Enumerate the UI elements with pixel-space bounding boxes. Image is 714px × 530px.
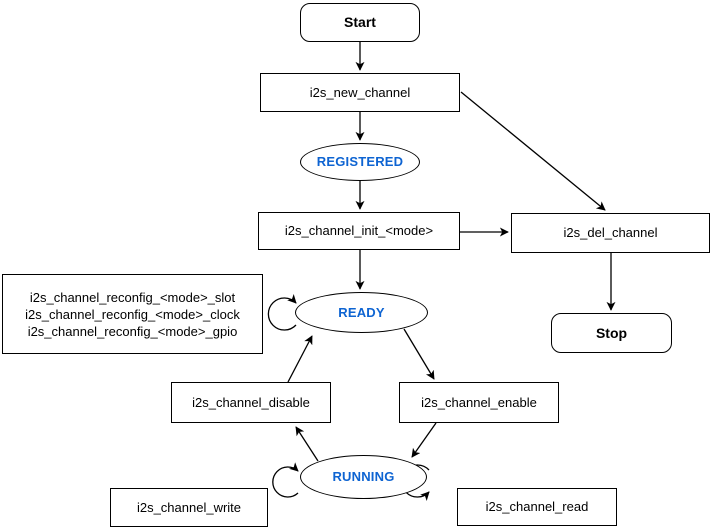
- node-i2s-channel-enable-label: i2s_channel_enable: [421, 394, 537, 410]
- reconfig-line-clock: i2s_channel_reconfig_<mode>_clock: [25, 306, 240, 322]
- node-reconfig-functions: i2s_channel_reconfig_<mode>_slot i2s_cha…: [2, 274, 263, 354]
- edge-ready-to-enable: [403, 328, 435, 380]
- node-state-ready: READY: [295, 292, 428, 333]
- node-state-registered-label: REGISTERED: [316, 154, 404, 170]
- node-state-registered: REGISTERED: [300, 143, 420, 181]
- node-i2s-channel-init: i2s_channel_init_<mode>: [258, 212, 460, 250]
- reconfig-line-slot: i2s_channel_reconfig_<mode>_slot: [29, 289, 236, 305]
- node-i2s-channel-enable: i2s_channel_enable: [399, 382, 559, 423]
- loop-ready-reconfig: [267, 294, 297, 331]
- node-i2s-channel-write: i2s_channel_write: [110, 488, 268, 527]
- node-start-label: Start: [344, 14, 376, 31]
- node-i2s-channel-read-label: i2s_channel_read: [485, 499, 589, 515]
- reconfig-line-gpio: i2s_channel_reconfig_<mode>_gpio: [27, 323, 238, 339]
- node-stop: Stop: [551, 313, 672, 353]
- loop-running-write: [272, 462, 299, 498]
- edge-running-to-disable: [295, 426, 319, 462]
- node-state-running-label: RUNNING: [332, 469, 395, 485]
- node-i2s-channel-write-label: i2s_channel_write: [136, 499, 242, 515]
- node-i2s-channel-read: i2s_channel_read: [457, 488, 617, 526]
- node-state-running: RUNNING: [300, 455, 427, 499]
- node-i2s-channel-disable: i2s_channel_disable: [171, 382, 331, 423]
- node-start: Start: [300, 3, 420, 42]
- node-i2s-del-channel-label: i2s_del_channel: [563, 225, 658, 241]
- node-i2s-new-channel-label: i2s_new_channel: [309, 84, 411, 100]
- node-i2s-del-channel: i2s_del_channel: [511, 213, 710, 253]
- node-stop-label: Stop: [595, 324, 628, 341]
- node-i2s-channel-init-label: i2s_channel_init_<mode>: [284, 223, 434, 239]
- edge-disable-to-ready: [287, 335, 313, 383]
- node-i2s-channel-disable-label: i2s_channel_disable: [192, 394, 310, 410]
- edge-enable-to-running: [411, 422, 437, 458]
- node-i2s-new-channel: i2s_new_channel: [260, 73, 460, 112]
- node-state-ready-label: READY: [338, 304, 385, 320]
- edge-new-channel-to-del-channel: [460, 91, 606, 211]
